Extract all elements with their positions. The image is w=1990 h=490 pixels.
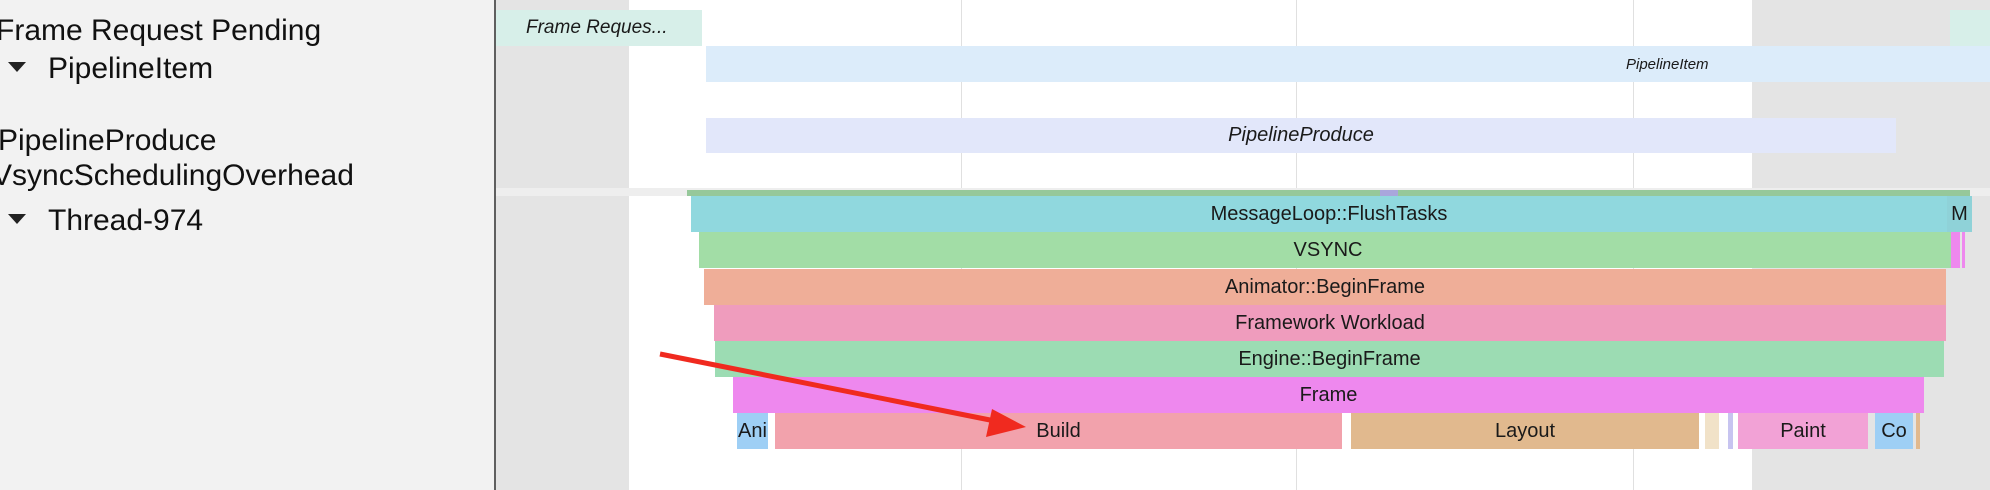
track-label-text: PipelineItem	[48, 52, 214, 85]
slice-layout-child[interactable]	[1705, 413, 1719, 449]
slice-frame-request-end[interactable]	[1950, 10, 1990, 46]
track-label-thread[interactable]: Thread-974	[8, 206, 203, 236]
slice-animator-begin-frame[interactable]: Animator::BeginFrame	[704, 269, 1946, 305]
slice-frame[interactable]: Frame	[733, 377, 1924, 413]
track-label-pipeline-produce[interactable]: PipelineProduce	[0, 124, 217, 157]
slice-tiny[interactable]	[1916, 413, 1920, 449]
slice-composite[interactable]: Co	[1875, 413, 1913, 449]
panel-divider[interactable]	[494, 0, 496, 490]
out-of-range-shade	[496, 0, 629, 490]
slice-message-loop-next[interactable]: M	[1947, 196, 1972, 232]
slice-message-loop[interactable]: MessageLoop::FlushTasks	[691, 196, 1967, 232]
vsync-overhead-marker[interactable]	[1380, 190, 1398, 196]
slice-frame-request[interactable]: Frame Reques...	[496, 10, 702, 46]
timeline-area[interactable]: Frame Reques... PipelineItem PipelinePro…	[496, 0, 1990, 490]
slice-build[interactable]: Build	[775, 413, 1342, 449]
slice-tiny[interactable]	[1728, 413, 1733, 449]
slice-pipeline-item[interactable]: PipelineItem	[706, 46, 1990, 82]
track-label-pipeline-item[interactable]: PipelineItem	[8, 54, 213, 84]
slice-paint[interactable]: Paint	[1738, 413, 1868, 449]
slice-engine-begin-frame[interactable]: Engine::BeginFrame	[715, 341, 1944, 377]
slice-layout[interactable]: Layout	[1351, 413, 1699, 449]
track-label-frame-request-pending[interactable]: Frame Request Pending	[0, 14, 322, 47]
track-label-text: Thread-974	[48, 204, 204, 237]
expand-triangle-icon[interactable]	[8, 62, 26, 73]
slice-frame-next[interactable]	[1951, 232, 1960, 268]
track-label-panel: Frame Request Pending PipelineItem Pipel…	[0, 0, 494, 490]
slice-frame-next-child[interactable]	[1962, 232, 1965, 268]
expand-triangle-icon[interactable]	[8, 214, 26, 225]
slice-pipeline-produce[interactable]: PipelineProduce	[706, 118, 1896, 153]
slice-animate[interactable]: Ani	[737, 413, 768, 449]
slice-framework-workload[interactable]: Framework Workload	[714, 305, 1946, 341]
vsync-overhead-slice[interactable]	[687, 190, 1970, 196]
slice-vsync[interactable]: VSYNC	[699, 232, 1957, 268]
track-label-vsync-overhead[interactable]: VsyncSchedulingOverhead	[0, 159, 354, 192]
